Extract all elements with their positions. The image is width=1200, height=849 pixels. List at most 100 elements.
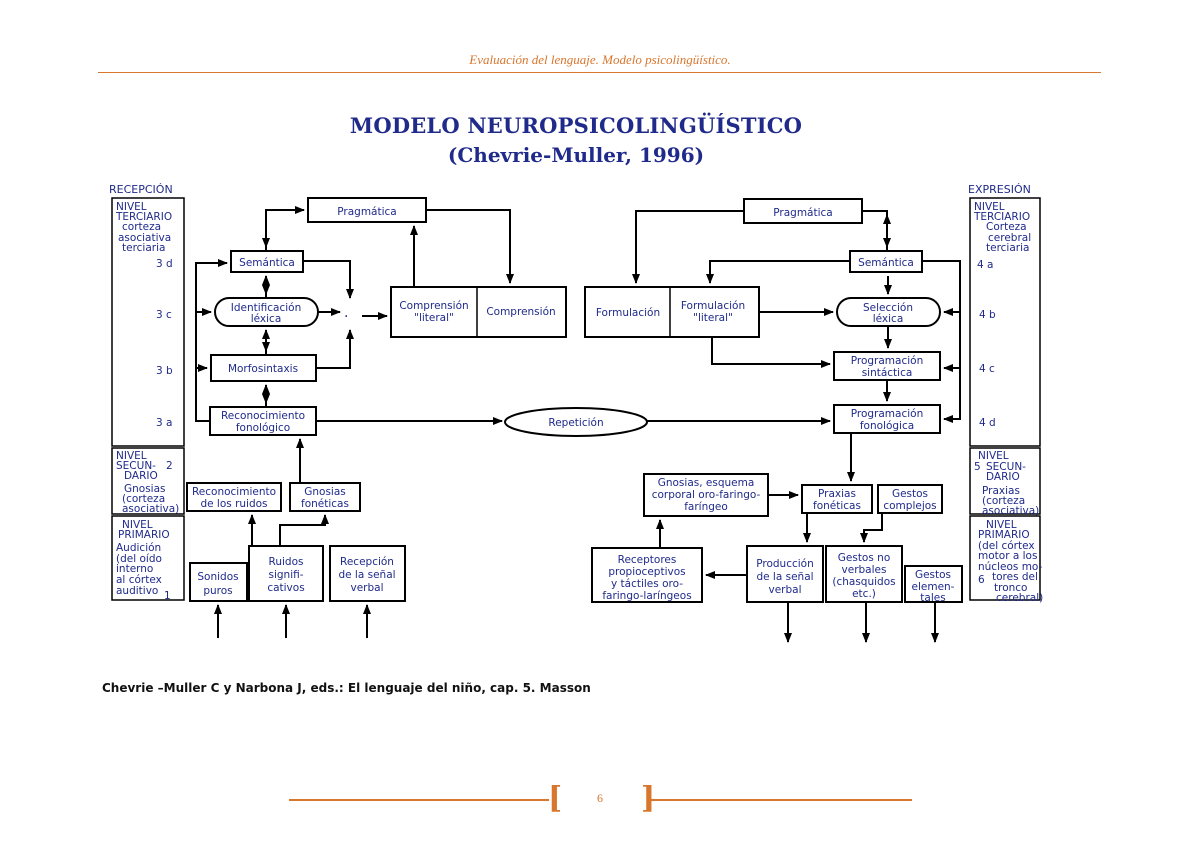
reception-level-column xyxy=(111,197,185,601)
fonologica-label-1: Programación xyxy=(851,408,924,420)
gestos-complejos-label-2: complejos xyxy=(883,500,936,512)
svg-text:TERCIARIO: TERCIARIO xyxy=(115,211,172,223)
diagram-title: MODELO NEUROPSICOLINGÜÍSTICO xyxy=(349,113,803,138)
gestos-complejos-box xyxy=(877,484,943,514)
recepcion-senal-label-1: Recepción xyxy=(340,556,394,568)
comprension-literal-label-2: "literal" xyxy=(414,312,454,324)
sonidos-puros-label-2: puros xyxy=(203,585,232,597)
rec-fonologico-label-1: Reconocimiento xyxy=(221,410,305,422)
gestos-no-verbales-label-4: etc.) xyxy=(852,588,876,600)
svg-text:TERCIARIO: TERCIARIO xyxy=(973,211,1030,223)
svg-text:(del córtex: (del córtex xyxy=(978,540,1035,552)
gestos-elementales-label-1: Gestos xyxy=(915,569,951,581)
exp-semantica-label: Semántica xyxy=(858,257,914,269)
svg-text:asociativa): asociativa) xyxy=(982,505,1039,517)
level-4b: 4 b xyxy=(979,309,996,321)
programacion-fonologica-box xyxy=(833,404,941,434)
rec-ruidos-box xyxy=(186,482,282,512)
formulacion-literal-label-2: "literal" xyxy=(693,312,733,324)
svg-text:PRIMARIO: PRIMARIO xyxy=(118,529,170,541)
comprension-literal-label-1: Comprensión xyxy=(399,300,468,312)
svg-text:6: 6 xyxy=(978,574,985,586)
svg-text:asociativa): asociativa) xyxy=(122,503,179,515)
svg-text:Praxias: Praxias xyxy=(982,485,1020,497)
comprension-box xyxy=(390,286,567,338)
diagram-subtitle: (Chevrie-Muller, 1996) xyxy=(447,143,705,167)
sonidos-puros-label-1: Sonidos xyxy=(197,571,238,583)
gestos-elementales-label-3: tales xyxy=(920,592,945,604)
footer-rule-left xyxy=(289,799,549,801)
svg-text:NIVEL: NIVEL xyxy=(116,450,147,462)
svg-text:NIVEL: NIVEL xyxy=(116,201,147,213)
receptores-label-2: propioceptivos xyxy=(608,566,685,578)
reception-tertiary-label: NIVEL TERCIARIO corteza asociativa terci… xyxy=(115,201,172,254)
ruidos-label-2: signifi- xyxy=(268,569,303,581)
level-3c: 3 c xyxy=(156,309,172,321)
level-4d: 4 d xyxy=(979,417,996,429)
level-3a: 3 a xyxy=(156,417,172,429)
svg-text:tronco: tronco xyxy=(994,582,1027,594)
fonologica-label-2: fonológica xyxy=(860,420,914,432)
recepcion-senal-box xyxy=(329,545,406,602)
rec-fonologico-label-2: fonológico xyxy=(236,422,290,434)
formulacion-box xyxy=(584,286,760,338)
svg-text:(corteza: (corteza xyxy=(982,495,1025,507)
footer-bracket-left: [ xyxy=(548,781,563,816)
ruidos-significativos-box xyxy=(248,545,324,602)
produccion-label-2: de la señal xyxy=(756,571,813,583)
receptores-label-1: Receptores xyxy=(618,554,677,566)
expression-header: EXPRESIÓN xyxy=(968,183,1031,196)
svg-text:auditivo: auditivo xyxy=(116,585,158,597)
sonidos-puros-box xyxy=(189,562,248,602)
header-rule xyxy=(98,72,1101,73)
rec-identificacion-label-2: léxica xyxy=(251,313,282,325)
page-number: 6 xyxy=(597,791,603,805)
svg-text:NIVEL: NIVEL xyxy=(986,519,1017,531)
expression-connectors xyxy=(632,210,961,643)
rec-semantica-label: Semántica xyxy=(239,257,295,269)
svg-text:terciaria: terciaria xyxy=(986,242,1029,254)
ruidos-label-1: Ruidos xyxy=(269,556,304,568)
svg-text:Corteza: Corteza xyxy=(986,221,1027,233)
reception-secondary-label: NIVEL SECUN- DARIO 2 Gnosias (corteza as… xyxy=(116,450,179,515)
expression-tertiary-label: NIVEL TERCIARIO Corteza cerebral terciar… xyxy=(973,201,1031,254)
svg-text:núcleos mo-: núcleos mo- xyxy=(978,561,1043,573)
programacion-sintactica-box xyxy=(833,351,941,381)
seleccion-label-1: Selección xyxy=(863,302,913,314)
svg-text:5: 5 xyxy=(974,461,981,473)
svg-text:NIVEL: NIVEL xyxy=(974,201,1005,213)
level-4a: 4 a xyxy=(977,259,993,271)
formulacion-literal-label-1: Formulación xyxy=(681,300,745,312)
footer-bracket-right: ] xyxy=(641,781,656,816)
recepcion-senal-label-3: verbal xyxy=(350,582,383,594)
rec-gnosias-foneticas-box xyxy=(289,482,361,512)
svg-text:SECUN-: SECUN- xyxy=(116,460,156,472)
svg-text:PRIMARIO: PRIMARIO xyxy=(978,529,1030,541)
rec-ruidos-label-1: Reconocimiento xyxy=(192,486,276,498)
expression-primary-label: NIVEL PRIMARIO (del córtex motor a los n… xyxy=(978,519,1043,604)
source-citation: Chevrie –Muller C y Narbona J, eds.: El … xyxy=(102,681,591,695)
rec-identificacion-label-1: Identificación xyxy=(231,302,302,314)
gnosias-esquema-label-2: corporal oro-faringo- xyxy=(652,489,761,501)
svg-text:cerebral): cerebral) xyxy=(996,592,1043,604)
receptores-label-4: faringo-laríngeos xyxy=(602,590,691,602)
svg-text:cerebral: cerebral xyxy=(988,232,1031,244)
gnosias-esquema-label-1: Gnosias, esquema xyxy=(658,477,755,489)
seleccion-label-2: léxica xyxy=(873,313,904,325)
level-4c: 4 c xyxy=(979,363,995,375)
svg-text:(del oído: (del oído xyxy=(116,553,162,565)
reception-header: RECEPCIÓN xyxy=(109,183,173,196)
rec-morfosintaxis-label: Morfosintaxis xyxy=(228,363,298,375)
praxias-foneticas-box xyxy=(801,484,873,514)
footer-rule-right xyxy=(651,799,912,801)
rec-reconocimiento-fonologico-box xyxy=(209,406,317,436)
reception-connectors xyxy=(195,206,514,638)
svg-text:tores del: tores del xyxy=(992,571,1038,583)
svg-text:NIVEL: NIVEL xyxy=(122,519,153,531)
rec-gnosias-label-2: fonéticas xyxy=(301,498,349,510)
rec-pragmatica-label: Pragmática xyxy=(337,206,396,218)
gnosias-esquema-label-3: faríngeo xyxy=(684,501,728,513)
ruidos-label-3: cativos xyxy=(267,582,304,594)
produccion-label-1: Producción xyxy=(756,558,814,570)
